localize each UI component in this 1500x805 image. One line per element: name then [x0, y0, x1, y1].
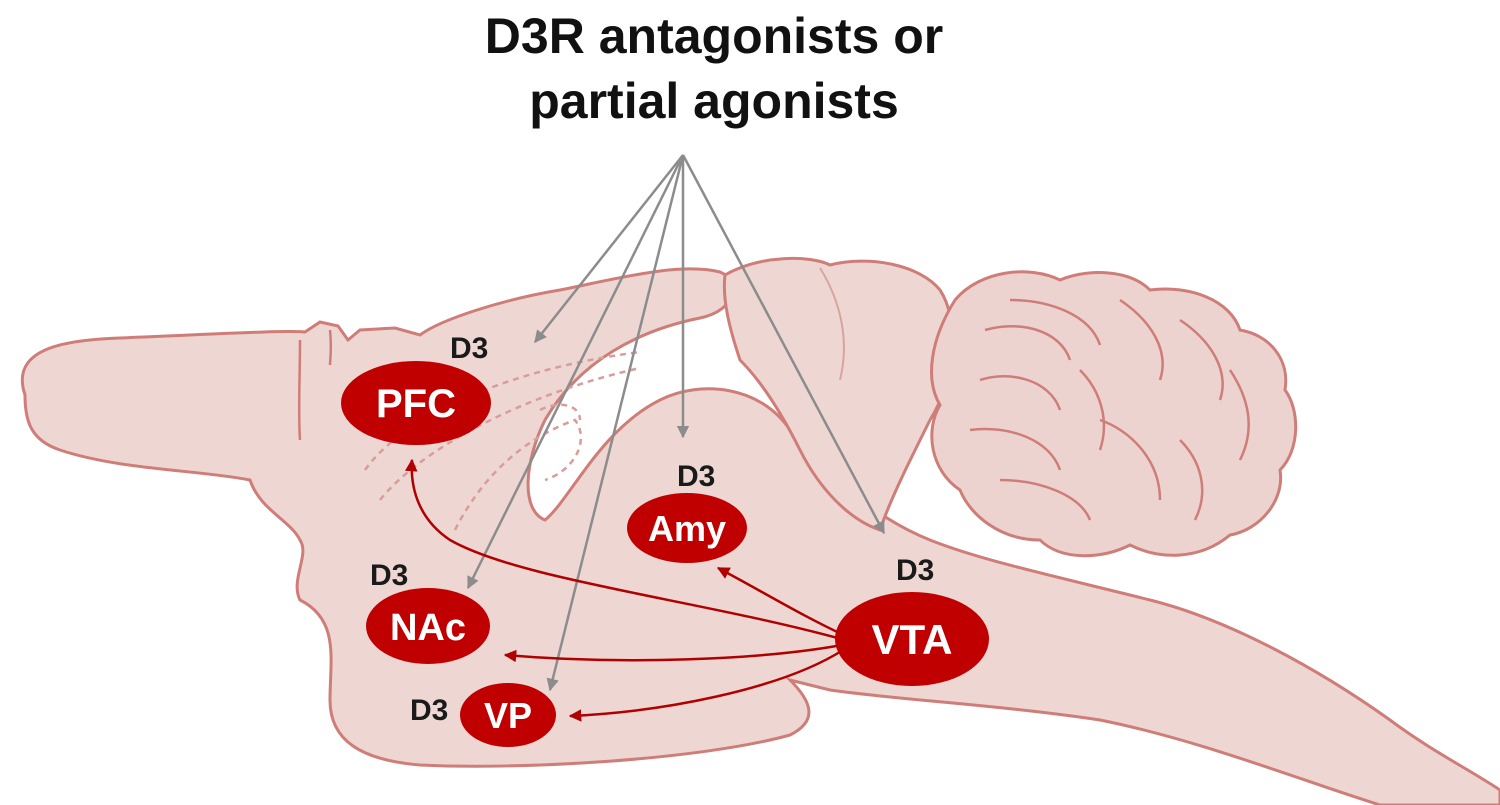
amy-label: Amy: [648, 508, 726, 549]
projection-vta-to-nac: [503, 643, 843, 663]
region-amy: Amy: [627, 493, 747, 563]
vta-label: VTA: [872, 616, 953, 663]
vta-ellipse: [835, 592, 989, 686]
pfc-ellipse: [341, 361, 491, 445]
midbrain-inner-line: [819, 267, 845, 381]
dashed-tract-4: [539, 403, 582, 421]
d3-label-amy: D3: [677, 460, 715, 493]
amy-ellipse: [627, 493, 747, 563]
d3-label-vta: D3: [896, 554, 934, 587]
d3-label-nac: D3: [370, 559, 408, 592]
midbrain-dome: [722, 257, 954, 532]
region-vp: VP: [460, 683, 556, 747]
drug-arrow-to-vp: [546, 154, 685, 692]
dashed-tract-3: [453, 418, 583, 531]
projection-vta-to-vp: [568, 648, 844, 722]
region-vta: VTA: [835, 592, 989, 686]
forebrain-fold-line-2: [328, 329, 333, 366]
forebrain-fold-line: [297, 339, 302, 441]
drug-target-arrows: [466, 154, 886, 692]
brain-silhouette: [20, 257, 1500, 805]
vp-label: VP: [484, 695, 532, 736]
region-nac: NAc: [366, 588, 490, 664]
vta-projections: [405, 458, 851, 722]
drug-arrow-to-nac: [466, 154, 685, 590]
cerebellum: [930, 270, 1298, 558]
nac-ellipse: [366, 588, 490, 664]
dashed-tract-2: [379, 366, 641, 501]
projection-vta-to-amy: [716, 566, 851, 640]
pfc-label: PFC: [376, 382, 456, 426]
title-line-1: D3R antagonists or: [485, 8, 943, 64]
title-line-2: partial agonists: [529, 73, 899, 129]
nac-label: NAc: [390, 607, 466, 649]
cerebellum-folia: [969, 298, 1250, 521]
drug-arrow-to-vta: [681, 154, 886, 535]
d3-label-vp: D3: [410, 694, 448, 727]
projection-vta-to-pfc: [405, 458, 846, 642]
region-pfc: PFC: [341, 361, 491, 445]
d3-label-pfc: D3: [450, 332, 488, 365]
drug-arrow-to-pfc: [534, 154, 684, 343]
vp-ellipse: [460, 683, 556, 747]
